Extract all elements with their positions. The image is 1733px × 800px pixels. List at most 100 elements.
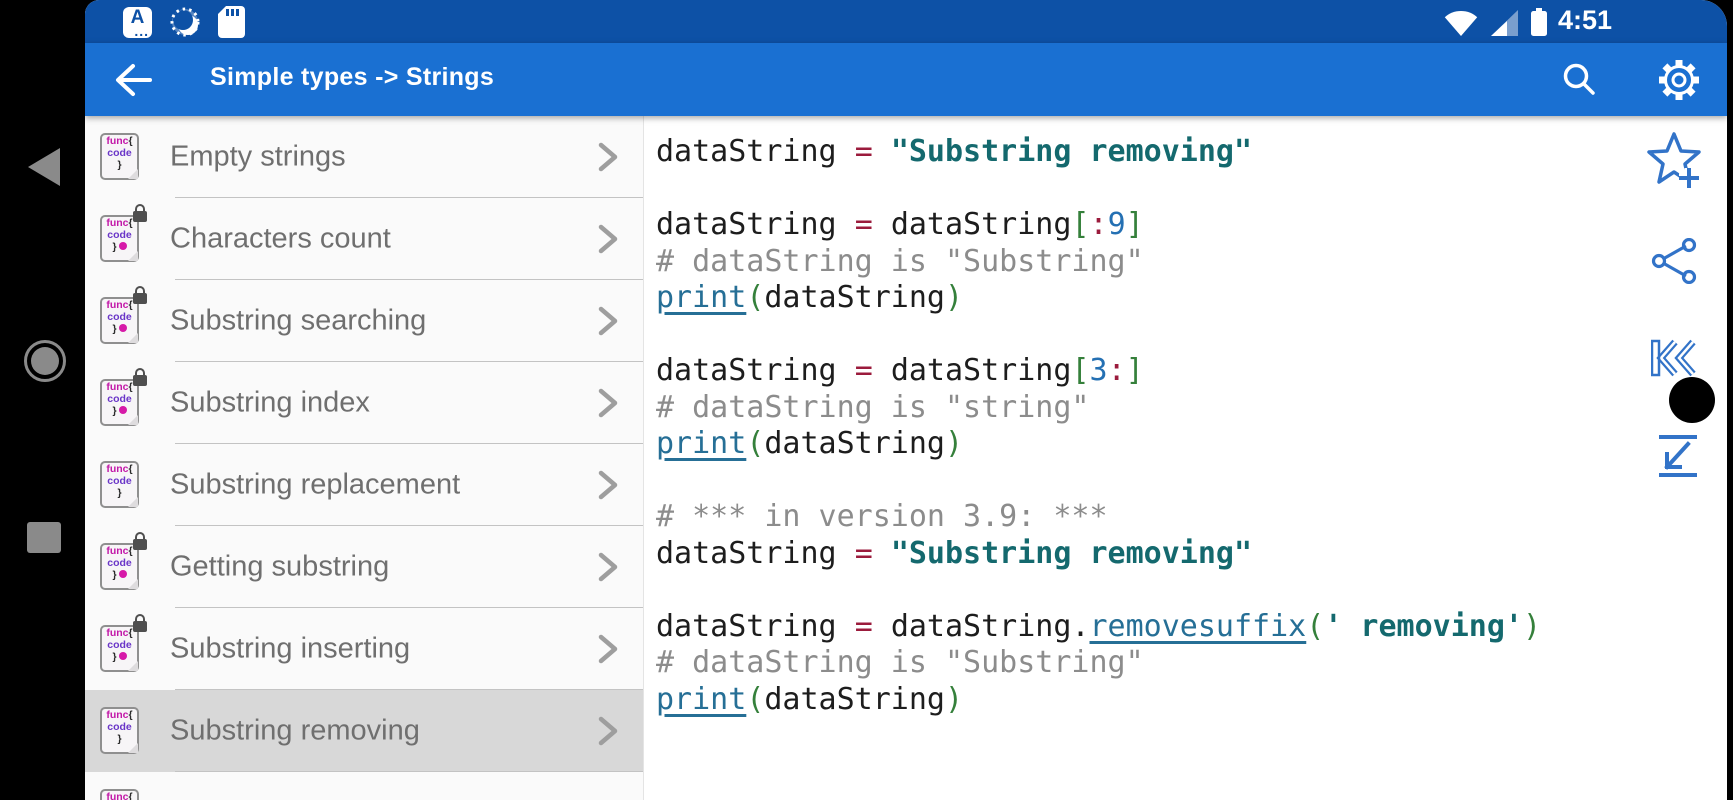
chevron-right-icon (598, 224, 618, 254)
code-token: dataString (656, 353, 855, 388)
code-token: dataString (656, 134, 855, 169)
code-token: = (854, 353, 891, 388)
code-token: = (854, 535, 891, 571)
navigation-rail (0, 0, 85, 800)
progress-dot (118, 406, 127, 414)
search-icon[interactable] (1549, 43, 1609, 116)
code-doc-icon: func{code} (100, 204, 147, 262)
code-line: print(dataString) (656, 280, 1727, 317)
android-back-button[interactable] (28, 148, 60, 186)
code-line (656, 572, 1727, 609)
code-token: dataString (656, 535, 855, 571)
list-divider (175, 771, 643, 772)
sidebar-item-substring-index[interactable]: func{code} Substring index (85, 362, 643, 444)
sidebar-item-label: Substring replacement (170, 468, 461, 501)
code-token: dataString (764, 280, 945, 315)
sidebar-item-characters-count[interactable]: func{code} Characters count (85, 198, 643, 280)
sidebar-item-substring-removing[interactable]: func{code}Substring removing (85, 690, 643, 772)
chevron-right-icon (598, 142, 618, 172)
sidebar-item-substring-inserting[interactable]: func{code}Substring inserting (85, 608, 643, 690)
chevron-right-icon (598, 552, 618, 582)
list-divider (175, 197, 643, 198)
code-token: dataString (890, 207, 1072, 242)
share-icon[interactable] (1651, 238, 1697, 284)
cell-signal-icon (1491, 10, 1518, 36)
code-line (656, 463, 1727, 500)
chevron-right-icon (598, 306, 618, 336)
code-token: # *** in version 3.9: *** (656, 499, 1108, 534)
code-token: ] (1125, 353, 1144, 388)
code-line: dataString = dataString[3:] (656, 353, 1727, 390)
skip-to-start-icon[interactable] (1651, 338, 1699, 378)
code-token: "Substring removing" (890, 134, 1253, 169)
code-token[interactable]: removesuffix (1089, 608, 1307, 644)
code-token: 3 (1089, 353, 1108, 388)
code-token: dataString (764, 681, 945, 717)
code-doc-icon: func{code} (100, 532, 147, 590)
code-token: "Substring removing" (890, 535, 1253, 571)
code-doc-icon: func{code} (100, 789, 139, 800)
sidebar-item-label: Empty strings (170, 140, 346, 173)
code-pane: dataString = "Substring removing" dataSt… (644, 116, 1727, 800)
code-token: dataString (890, 353, 1072, 388)
code-doc-icon: func{code} (100, 461, 139, 508)
code-token: ( (746, 426, 765, 461)
code-line (656, 171, 1727, 208)
folded-corner (128, 497, 138, 507)
code-doc-icon: func{code} (100, 368, 147, 426)
folded-corner (128, 333, 138, 343)
code-token[interactable]: print (656, 681, 747, 717)
code-token: dataString (656, 207, 855, 242)
code-token: # dataString is "Substring" (656, 645, 1144, 680)
sidebar-item-substring-replacement[interactable]: func{code} Substring replacement (85, 444, 643, 526)
code-token: ) (945, 681, 964, 717)
settings-gear-icon[interactable] (1649, 43, 1709, 116)
code-token: ) (945, 426, 964, 461)
lock-icon (133, 204, 147, 222)
code-snippet: dataString = "Substring removing" dataSt… (644, 116, 1727, 718)
sidebar-item-label: Getting substring (170, 550, 390, 583)
code-token[interactable]: print (656, 426, 747, 461)
wifi-icon (1444, 11, 1478, 36)
folded-corner (128, 579, 138, 589)
sidebar-item-getting-substring[interactable]: func{code} Getting substring (85, 526, 643, 608)
code-token: ) (1523, 608, 1542, 644)
code-token[interactable]: print (656, 280, 747, 315)
collapse-down-left-icon[interactable] (1657, 434, 1699, 478)
lock-icon (133, 614, 147, 632)
code-token: . (1071, 608, 1090, 644)
back-arrow-icon[interactable] (103, 43, 163, 116)
folded-corner (128, 169, 138, 179)
android-home-button[interactable] (24, 340, 66, 382)
code-token: ) (945, 280, 964, 315)
code-token: dataString (764, 426, 945, 461)
code-line (656, 317, 1727, 354)
sidebar-item-partial[interactable]: func{code} (85, 772, 643, 800)
bookmark-add-star-icon[interactable] (1645, 130, 1703, 194)
lock-icon (133, 286, 147, 304)
folded-corner (128, 661, 138, 671)
code-token: ' removing' (1324, 608, 1523, 644)
sidebar-item-label: Substring searching (170, 304, 427, 337)
android-recents-button[interactable] (27, 522, 61, 553)
code-token: = (854, 134, 891, 169)
list-divider (175, 607, 643, 608)
sync-circle-icon (170, 7, 200, 37)
list-divider (175, 443, 643, 444)
sidebar-item-label: Substring index (170, 386, 370, 419)
list-divider (175, 361, 643, 362)
code-token: # dataString is "string" (656, 389, 1090, 425)
chevron-right-icon (598, 716, 618, 746)
sidebar-item-label: Characters count (170, 222, 391, 255)
code-line: print(dataString) (656, 682, 1727, 719)
code-token: ( (1306, 608, 1325, 644)
sidebar-item-label: Substring removing (170, 714, 420, 747)
progress-dot (118, 570, 127, 578)
list-divider (175, 525, 643, 526)
sidebar-item-empty-strings[interactable]: func{code}Empty strings (85, 116, 643, 198)
overlay-black-dot[interactable] (1669, 377, 1715, 423)
chevron-right-icon (598, 388, 618, 418)
sidebar-item-substring-searching[interactable]: func{code}Substring searching (85, 280, 643, 362)
